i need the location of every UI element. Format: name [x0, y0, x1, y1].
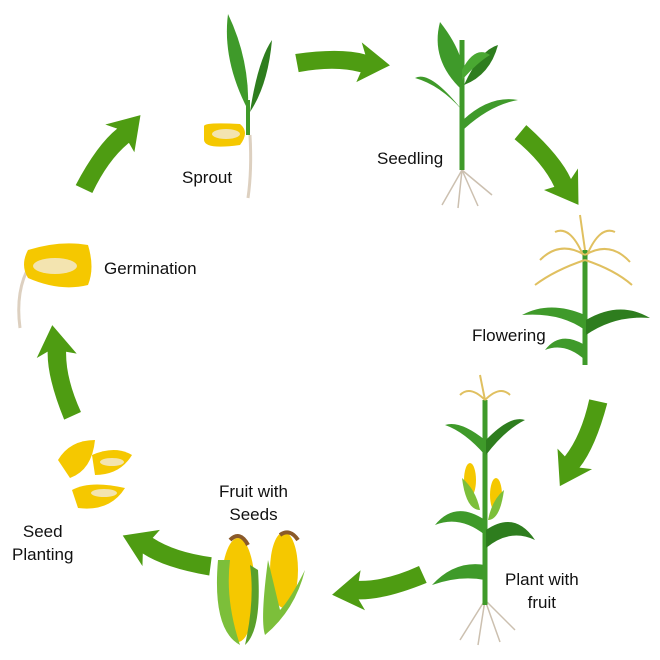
cycle-arrow-7 — [64, 101, 155, 202]
germination-illustration — [17, 243, 92, 329]
label-sprout: Sprout — [182, 168, 233, 187]
seedling-illustration — [415, 22, 518, 209]
plant-with-fruit-illustration — [432, 374, 535, 646]
label-seed-planting-line2: Planting — [12, 545, 74, 564]
label-fruit-with-seeds: Fruit with Seeds — [219, 480, 288, 526]
cycle-arrow-3 — [543, 392, 620, 496]
cycle-arrow-6 — [30, 321, 90, 423]
label-germination: Germination — [104, 259, 197, 278]
fruit-with-seeds-illustration — [216, 530, 305, 645]
cycle-arrow-4 — [328, 557, 430, 617]
flowering-illustration — [522, 214, 650, 365]
label-fruit-with-seeds-line1: Fruit with — [219, 482, 288, 501]
label-flowering: Flowering — [472, 326, 546, 345]
cycle-arrow-1 — [294, 40, 391, 84]
sprout-illustration — [204, 14, 272, 199]
label-plant-with-fruit: Plant with fruit — [505, 568, 579, 614]
label-seed-planting: Seed Planting — [12, 520, 73, 566]
seeds-illustration — [58, 440, 132, 509]
label-plant-with-fruit-line2: fruit — [527, 593, 557, 612]
label-fruit-with-seeds-line2: Seeds — [229, 505, 278, 524]
label-seed-planting-line1: Seed — [22, 522, 63, 541]
label-plant-with-fruit-line1: Plant with — [505, 570, 579, 589]
cycle-arrow-5 — [115, 518, 219, 589]
label-seedling: Seedling — [377, 149, 444, 168]
cycle-arrow-2 — [505, 116, 596, 216]
